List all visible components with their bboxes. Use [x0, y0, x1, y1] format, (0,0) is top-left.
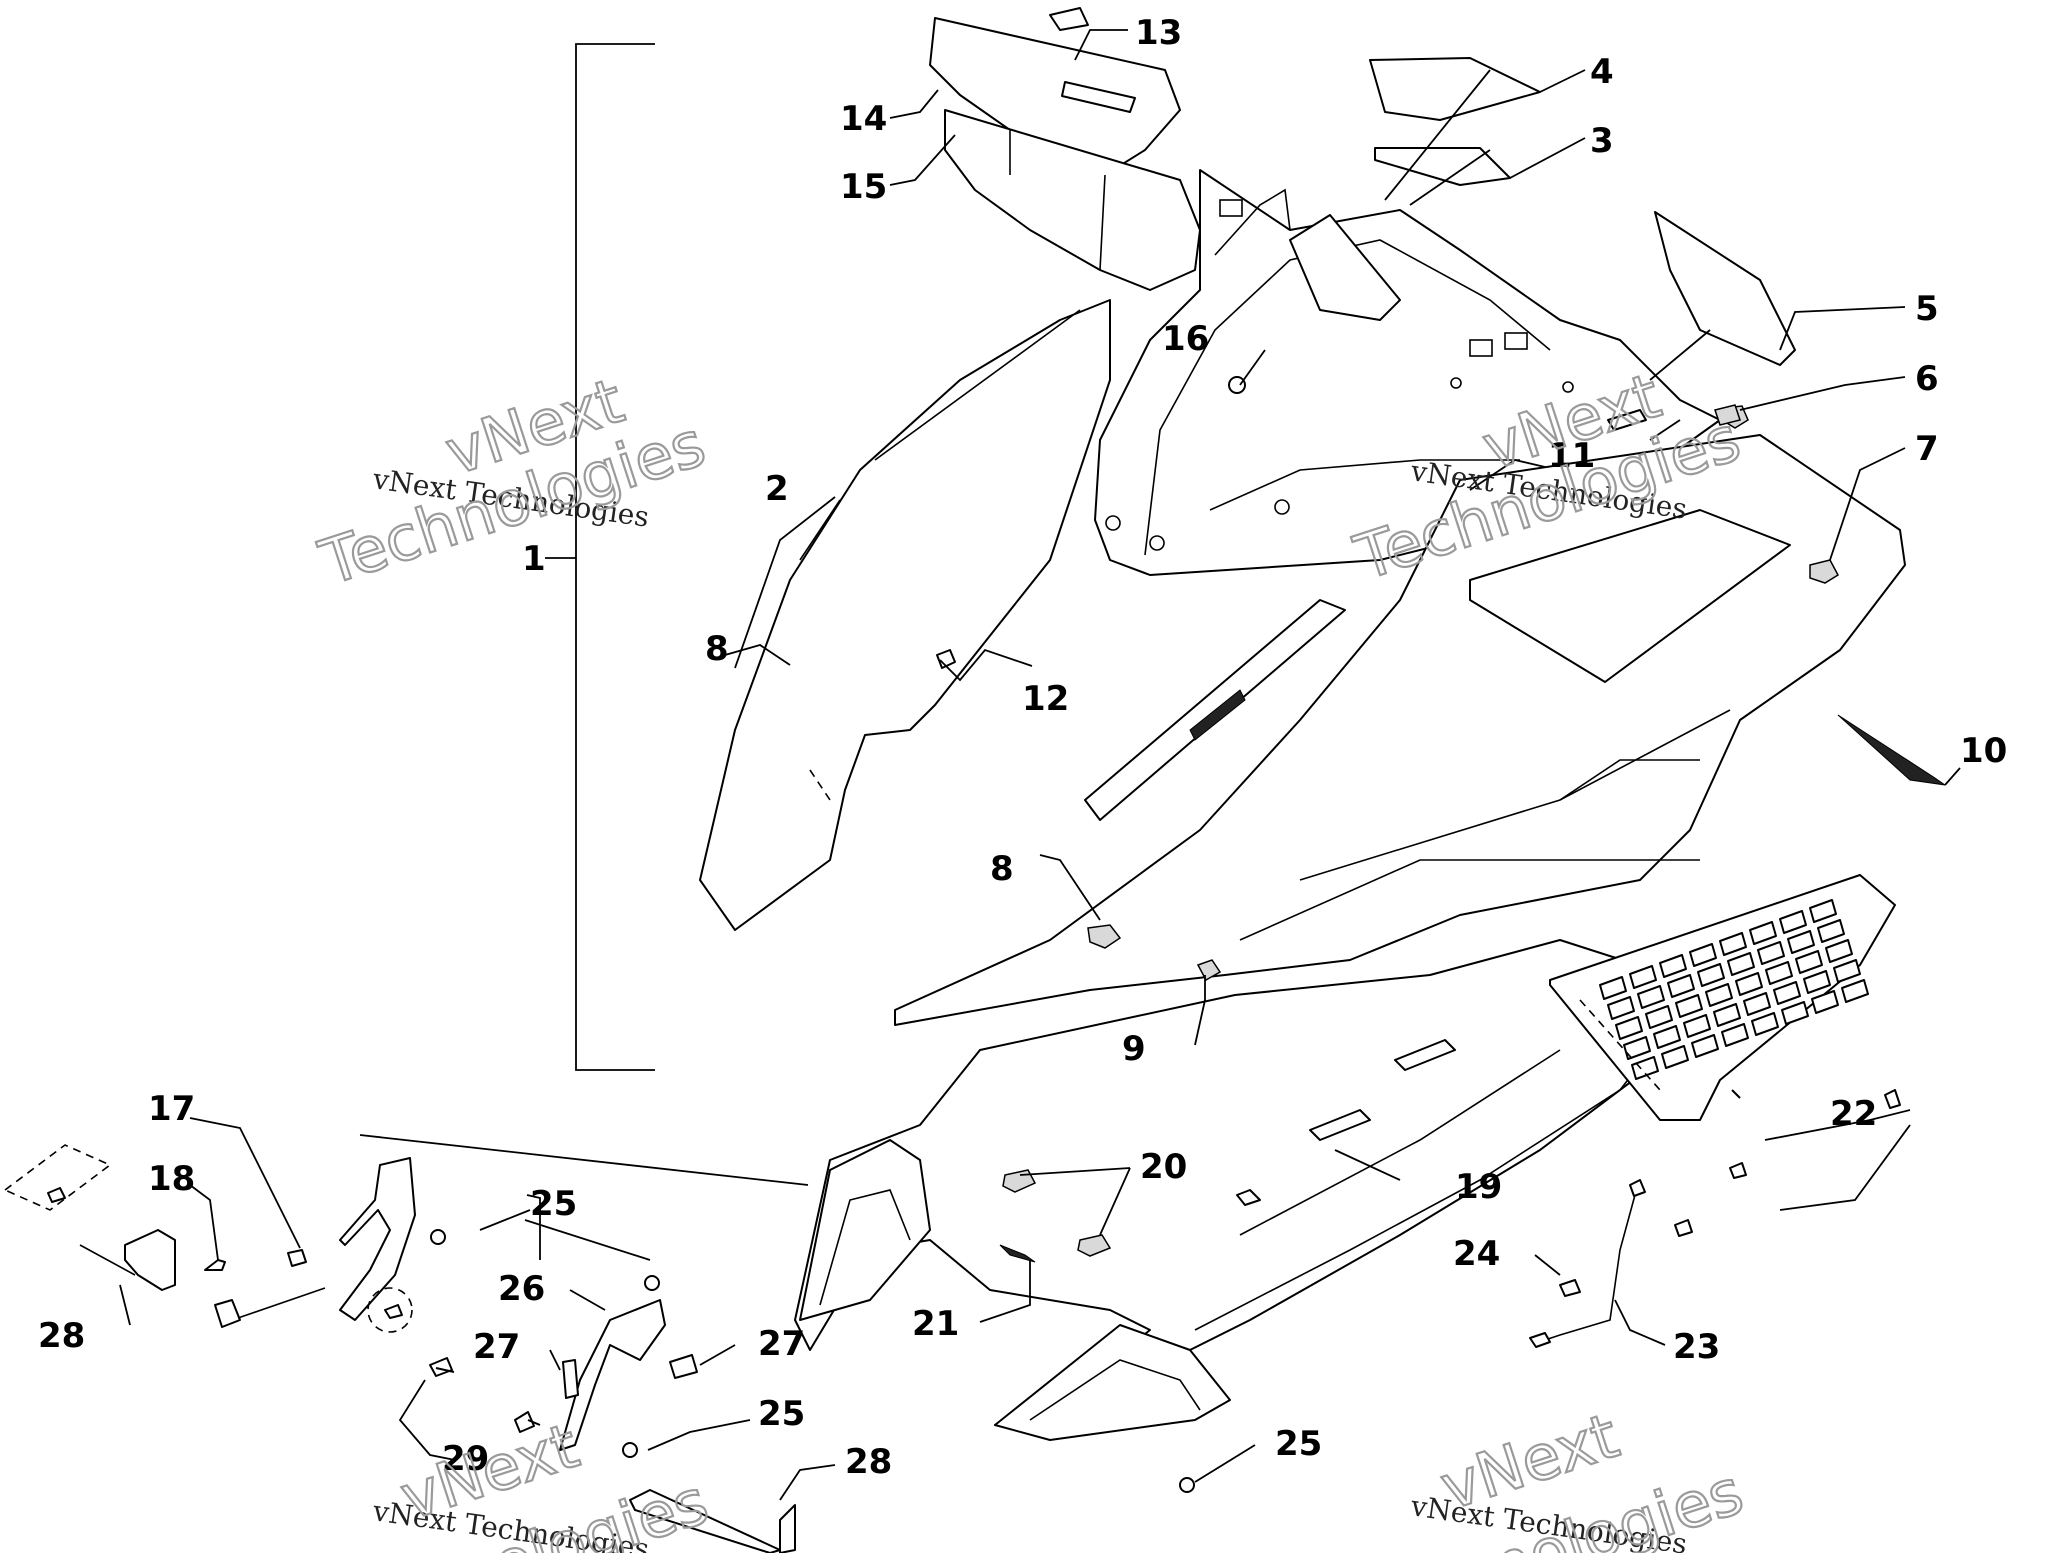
callout-25-lower: 25: [1275, 1424, 1322, 1464]
callout-4: 4: [1590, 52, 1614, 92]
grille-cell: [1803, 970, 1831, 994]
callout-11: 11: [1548, 436, 1595, 476]
grille-cell: [1675, 994, 1703, 1018]
callout-labels: 1 2 3 4 5 6 7 8 8 9 10 11 12 13 14 15 16…: [38, 13, 2007, 1482]
callout-17: 17: [148, 1089, 195, 1129]
callout-20: 20: [1140, 1147, 1187, 1187]
grille-cell: [1735, 972, 1763, 996]
grille-cell: [1787, 930, 1815, 954]
grille-cell: [1721, 1023, 1749, 1047]
grille-cell: [1623, 1036, 1651, 1060]
fastener-parts: [430, 1089, 1901, 1493]
grille-cell: [1795, 950, 1823, 974]
grille-cell: [1727, 952, 1755, 976]
callout-15: 15: [840, 167, 887, 207]
callout-16: 16: [1162, 319, 1209, 359]
callout-24: 24: [1453, 1234, 1500, 1274]
callout-29: 29: [442, 1439, 489, 1479]
callout-28-lower: 28: [845, 1442, 892, 1482]
grille-cell: [1667, 974, 1695, 998]
callout-8-left: 8: [705, 629, 729, 669]
grille-cell: [1713, 1003, 1741, 1027]
grille-cell: [1631, 1056, 1659, 1080]
grille-cell: [1607, 996, 1635, 1020]
assembly-bracket: [545, 43, 655, 1071]
grille-cell: [1637, 985, 1665, 1009]
callout-14: 14: [840, 99, 887, 139]
grille-cell: [1691, 1034, 1719, 1058]
grille-cell: [1743, 992, 1771, 1016]
callout-10: 10: [1960, 731, 2007, 771]
watermark-top-left: vNext Technologies vNext Technologies: [310, 363, 714, 601]
grille-cell: [1705, 983, 1733, 1007]
grille-cell: [1781, 1001, 1809, 1025]
callout-6: 6: [1915, 359, 1939, 399]
callout-21: 21: [912, 1304, 959, 1344]
grille-cell: [1629, 965, 1657, 989]
callout-1: 1: [522, 539, 546, 579]
windshield-visor-part: [929, 7, 1201, 291]
grille-cell: [1653, 1025, 1681, 1049]
callout-23: 23: [1673, 1327, 1720, 1367]
callout-18: 18: [148, 1159, 195, 1199]
grille-cell: [1779, 910, 1807, 934]
callout-27-left: 27: [473, 1327, 520, 1367]
callout-28-left: 28: [38, 1316, 85, 1356]
callout-12: 12: [1022, 679, 1069, 719]
callout-8-center: 8: [990, 849, 1014, 889]
grille-cell: [1751, 1012, 1779, 1036]
callout-22: 22: [1830, 1094, 1877, 1134]
callout-25-upper: 25: [530, 1184, 577, 1224]
grille-cell: [1599, 976, 1627, 1000]
watermark-bottom-right: vNext Technologies vNext nologies: [1408, 1398, 1752, 1553]
grille-cell: [1809, 899, 1837, 923]
callout-7: 7: [1915, 429, 1939, 469]
grille-cell: [1661, 1045, 1689, 1069]
grille-cell: [1765, 961, 1793, 985]
decal-parts: [1369, 57, 1796, 366]
grille-cell: [1825, 939, 1853, 963]
grille-cell: [1811, 990, 1839, 1014]
leader-lines: [119, 29, 1961, 1501]
grille-cell: [1645, 1005, 1673, 1029]
bracket-parts: [3, 1144, 796, 1553]
callout-5: 5: [1915, 289, 1939, 329]
callout-9: 9: [1122, 1029, 1146, 1069]
callout-19: 19: [1455, 1167, 1502, 1207]
grille-cell: [1659, 954, 1687, 978]
grille-cell: [1615, 1016, 1643, 1040]
grille-cell: [1833, 959, 1861, 983]
callout-26: 26: [498, 1269, 545, 1309]
watermark-bottom-left: vNext Technologies vNext nologies: [370, 1408, 717, 1553]
callout-3: 3: [1590, 121, 1614, 161]
grille-cell: [1697, 963, 1725, 987]
grille-cell: [1749, 921, 1777, 945]
grille-cell: [1689, 943, 1717, 967]
grille-cell: [1817, 919, 1845, 943]
callout-27-right: 27: [758, 1324, 805, 1364]
main-hood-part: [894, 404, 1946, 1026]
grille-cell: [1757, 941, 1785, 965]
grille-cell: [1841, 979, 1869, 1003]
grille-cell: [1683, 1014, 1711, 1038]
callout-2: 2: [765, 469, 789, 509]
callout-25-middle: 25: [758, 1394, 805, 1434]
grille-cell: [1719, 932, 1747, 956]
callout-13: 13: [1135, 13, 1182, 53]
vent-grille-part: [1549, 874, 1896, 1121]
grille-cell: [1773, 981, 1801, 1005]
